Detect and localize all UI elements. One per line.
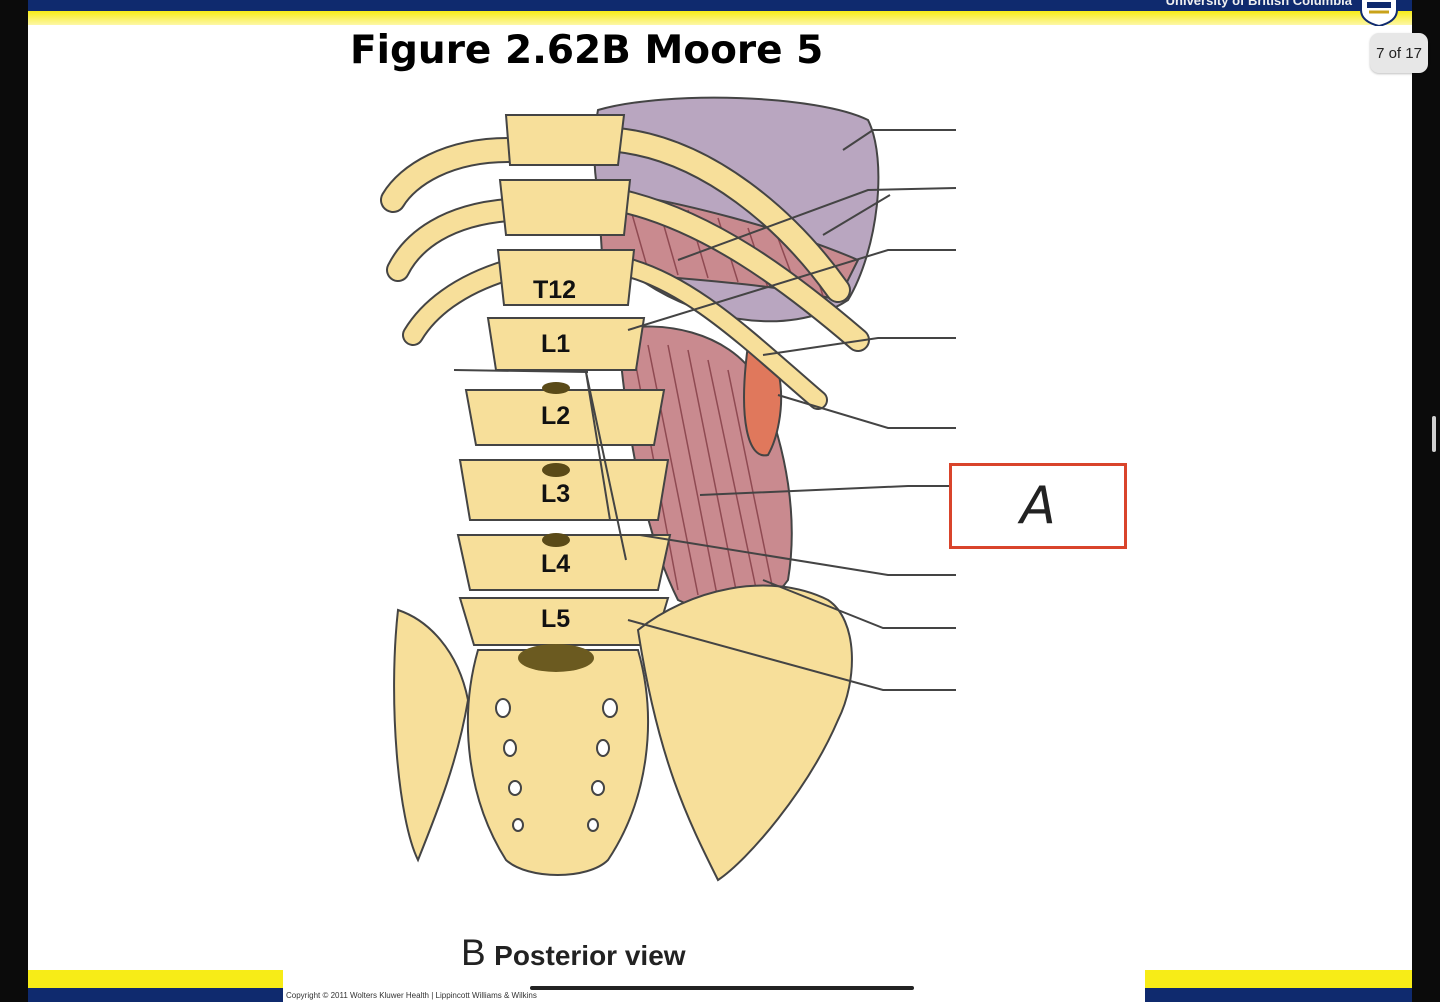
vertebra-label: L5: [541, 605, 570, 633]
page-counter: 7 of 17: [1370, 33, 1428, 73]
copyright-text: Copyright © 2011 Wolters Kluwer Health |…: [286, 991, 537, 1000]
ilium-right: [636, 584, 853, 882]
caption-backdrop: [283, 968, 1145, 1002]
vertebra-label: L4: [541, 550, 570, 578]
ilium-left: [393, 608, 470, 863]
caption-text: Posterior view: [494, 940, 686, 971]
sacral-foramina: [495, 698, 618, 832]
leader-lines: [453, 129, 957, 691]
sacrum: [466, 649, 649, 876]
vertebra-label: T12: [533, 276, 576, 304]
scrollbar-handle[interactable]: [1432, 416, 1436, 452]
top-yellow-bar: [28, 11, 1412, 25]
figure-caption: B Posterior view: [461, 932, 686, 974]
home-indicator[interactable]: [530, 986, 914, 990]
top-navy-bar: [28, 0, 1412, 11]
vertebral-column: [456, 114, 672, 646]
slide: University of British Columbia Figure 2.…: [28, 0, 1412, 1002]
vertebra-label: L1: [541, 330, 570, 358]
answer-label-box[interactable]: A: [949, 463, 1127, 549]
anatomy-figure: T12 L1 L2 L3 L4 L5: [380, 96, 957, 882]
vertebra-label: L3: [541, 480, 570, 508]
slide-title: Figure 2.62B Moore 5: [350, 28, 824, 73]
caption-letter: B: [461, 932, 486, 973]
institution-name: University of British Columbia: [1165, 0, 1352, 8]
vertebra-label: L2: [541, 402, 570, 430]
university-crest-icon: [1360, 0, 1398, 26]
